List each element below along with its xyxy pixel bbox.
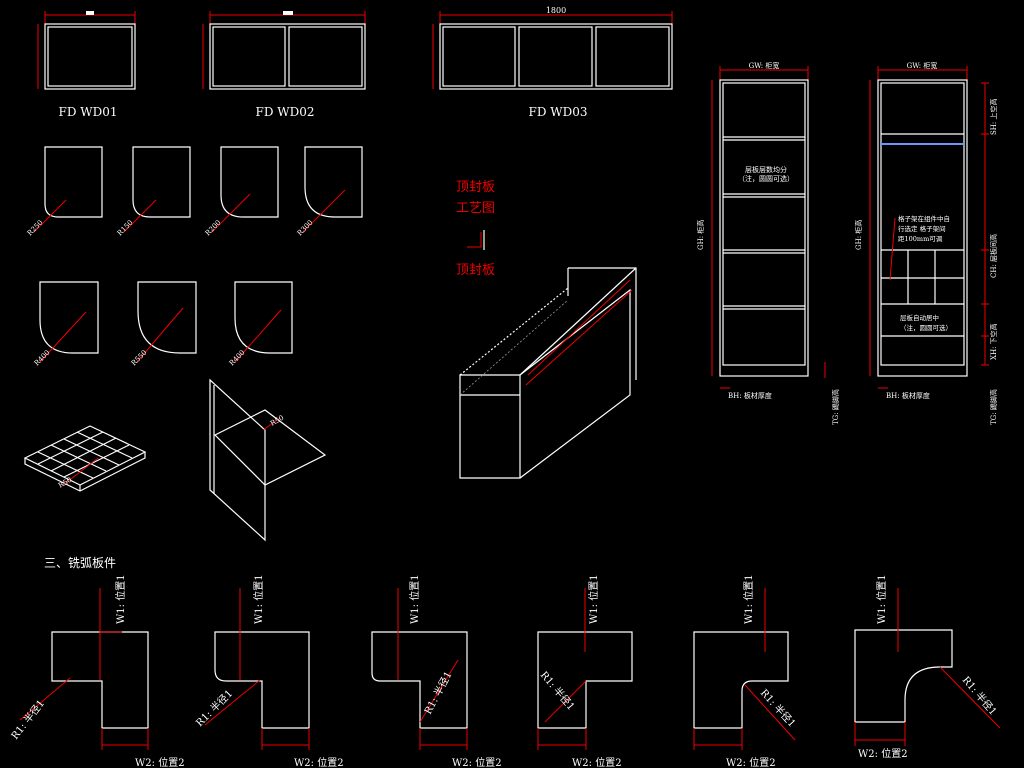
mp1-pos2: W2: 位置2 xyxy=(135,756,185,768)
right-mid-gap-label: CH: 层板间高 xyxy=(989,234,998,278)
right-note-a1: 格子架在组件中自 xyxy=(898,214,950,223)
left-height-label: GH: 柜高 xyxy=(696,220,705,250)
elevation-right: GW: 柜宽 GH: 柜高 格子架在组件中自 行选定 格子架间 距100mm可调… xyxy=(854,61,998,425)
mp6-pos1: W1: 位置1 xyxy=(875,574,888,624)
milled-panel-3: W1: 位置1 W2: 位置2 R1: 半径1 xyxy=(371,574,502,768)
left-width-label: GW: 柜宽 xyxy=(749,61,780,70)
right-note-a3: 距100mm可调 xyxy=(898,234,942,243)
left-note-2: （注，圆圆可选） xyxy=(738,174,794,183)
right-top-gap-label: SH: 上空高 xyxy=(989,99,998,135)
tray-radius-label: R50 xyxy=(57,476,73,490)
right-note-a2: 行选定 格子架间 xyxy=(898,224,946,233)
corner-radius-panels: R250 R150 R200 R300 R400 R550 R400 xyxy=(26,146,363,368)
right-note-b2: （注，圆圆可选） xyxy=(900,323,952,332)
right-kick-label: TG: 踢脚高 xyxy=(989,389,998,425)
milled-panel-5: W1: 位置1 W2: 位置2 R1: 半径1 xyxy=(693,574,799,768)
right-note-b1: 层板自动居中 xyxy=(900,313,939,322)
mp3-pos2: W2: 位置2 xyxy=(452,756,502,768)
wd03-label: FD WD03 xyxy=(529,105,588,119)
mp3-radius: R1: 半径1 xyxy=(421,669,454,716)
left-kick-label: TG: 踢脚高 xyxy=(831,389,840,425)
radius-label-2: R150 xyxy=(116,219,135,238)
milled-panel-2: W1: 位置1 W2: 位置2 R1: 半径1 xyxy=(193,574,344,768)
top-panel-bottom-label: 顶封板 xyxy=(456,263,495,278)
mp2-pos2: W2: 位置2 xyxy=(294,756,344,768)
perpendicular-panels: R50 xyxy=(209,378,327,542)
left-thickness-label: BH: 板材厚度 xyxy=(728,391,772,400)
panel-radius-label: R50 xyxy=(269,414,285,428)
milled-panel-4: W1: 位置1 W2: 位置2 R1: 半径1 xyxy=(537,574,633,768)
wd01-label: FD WD01 xyxy=(59,105,118,119)
mp5-pos1: W1: 位置1 xyxy=(742,574,755,624)
right-low-gap-label: XH: 下空高 xyxy=(989,323,998,360)
wardrobe-wd01: FD WD01 xyxy=(37,11,136,119)
top-panel-process: 顶封板 工艺图 顶封板 xyxy=(456,180,637,479)
mp2-pos1: W1: 位置1 xyxy=(252,574,265,624)
elevation-left: GW: 柜宽 GH: 柜高 层板层数均分 （注，圆圆可选） BH: 板材厚度 T… xyxy=(696,61,840,425)
mp1-radius: R1: 半径1 xyxy=(8,697,47,742)
mp6-radius: R1: 半径1 xyxy=(960,674,1000,718)
mp5-radius: R1: 半径1 xyxy=(758,686,799,729)
radius-label-3: R200 xyxy=(204,219,223,238)
top-panel-title-1: 顶封板 xyxy=(456,180,495,195)
mp4-radius: R1: 半径1 xyxy=(538,669,578,713)
section-title: 三、铣弧板件 xyxy=(44,556,116,570)
radius-label-5: R400 xyxy=(33,349,52,368)
wardrobe-wd03: 1800 FD WD03 xyxy=(432,6,673,119)
mp4-pos1: W1: 位置1 xyxy=(587,574,600,624)
mp1-pos1: W1: 位置1 xyxy=(114,574,127,624)
right-height-label: GH: 柜高 xyxy=(854,220,863,250)
wd03-width-dimension: 1800 xyxy=(546,6,566,15)
mp4-pos2: W2: 位置2 xyxy=(572,756,622,768)
left-note-1: 层板层数均分 xyxy=(745,165,787,174)
mp5-pos2: W2: 位置2 xyxy=(726,756,776,768)
radius-label-1: R250 xyxy=(26,219,45,238)
mp6-pos2: W2: 位置2 xyxy=(858,747,908,760)
milled-panel-1: W1: 位置1 W2: 位置2 R1: 半径1 xyxy=(8,574,184,768)
right-thickness-label: BH: 板材厚度 xyxy=(886,391,930,400)
right-width-label: GW: 柜宽 xyxy=(907,61,938,70)
top-panel-title-2: 工艺图 xyxy=(456,201,495,216)
mp2-radius: R1: 半径1 xyxy=(193,687,235,729)
mp3-pos1: W1: 位置1 xyxy=(408,574,421,624)
grid-tray-iso: R50 xyxy=(23,425,147,492)
milled-panel-6: W1: 位置1 W2: 位置2 R1: 半径1 xyxy=(854,574,1001,760)
radius-label-4: R300 xyxy=(296,219,315,238)
wardrobe-wd02: FD WD02 xyxy=(202,11,366,119)
wd02-label: FD WD02 xyxy=(256,105,315,119)
